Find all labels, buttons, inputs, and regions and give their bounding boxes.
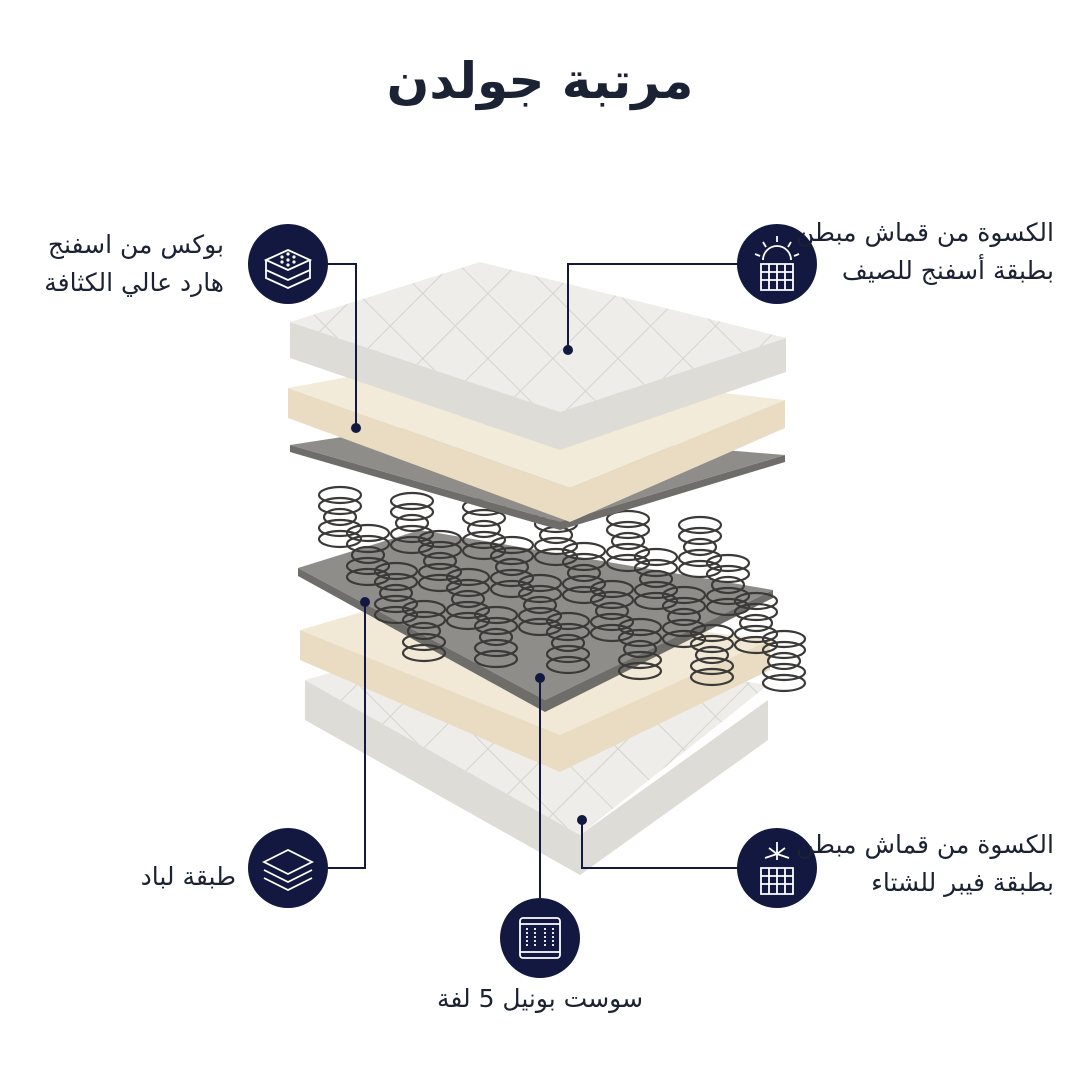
spring-coil [589, 579, 635, 643]
spring-coil [705, 553, 751, 617]
feature-summer-fabric-line1: الكسوة من قماش مبطن [796, 218, 1054, 247]
feature-summer-fabric-line2: بطبقة أسفنج للصيف [841, 256, 1054, 285]
feature-winter-fabric-line1: الكسوة من قماش مبطن [796, 830, 1054, 859]
feature-foam-box-line2: هارد عالي الكثافة [44, 268, 224, 297]
feature-winter-fabric: الكسوة من قماش مبطن بطبقة فيبر للشتاء [796, 826, 1054, 902]
feature-winter-fabric-line2: بطبقة فيبر للشتاء [871, 868, 1054, 897]
page-title: مرتبة جولدن [386, 52, 694, 110]
spring-coil [689, 623, 735, 687]
spring-coil [677, 515, 723, 579]
spring-coil [373, 561, 419, 625]
spring-coil [605, 509, 651, 573]
winter-fabric-snowflake-icon [737, 828, 817, 908]
callout-line-foam-box [328, 263, 357, 428]
spring-coil [761, 629, 807, 693]
spring-coil [389, 491, 435, 555]
feature-summer-fabric: الكسوة من قماش مبطن بطبقة أسفنج للصيف [796, 214, 1054, 290]
felt-layers-icon [248, 828, 328, 908]
callout-line-winter [581, 820, 738, 869]
callout-line-summer [567, 263, 738, 350]
spring-coil [401, 599, 447, 663]
spring-coil [545, 611, 591, 675]
spring-coil [473, 605, 519, 669]
foam-box-icon [248, 224, 328, 304]
spring-coil [633, 547, 679, 611]
spring-coil [417, 529, 463, 593]
callout-line-felt [328, 602, 366, 869]
spring-coil [661, 585, 707, 649]
bonnell-springs-icon [500, 898, 580, 978]
spring-coil [517, 573, 563, 637]
callout-lines [328, 263, 738, 898]
spring-coil [317, 485, 363, 549]
feature-foam-box: بوكس من اسفنج هارد عالي الكثافة [44, 226, 224, 302]
bonnell-springs [317, 485, 807, 693]
summer-fabric-sun-icon [737, 224, 817, 304]
feature-felt-line1: طبقة لباد [140, 862, 236, 891]
spring-coil [489, 535, 535, 599]
feature-springs: سوست بونيل 5 لفة [0, 980, 1080, 1018]
spring-coil [561, 541, 607, 605]
feature-springs-line1: سوست بونيل 5 لفة [436, 984, 644, 1013]
spring-coil [345, 523, 391, 587]
feature-foam-box-line1: بوكس من اسفنج [47, 230, 224, 259]
spring-coil [617, 617, 663, 681]
spring-coil [445, 567, 491, 631]
spring-coil [733, 591, 779, 655]
top-quilted-layer [290, 262, 786, 450]
callout-dots [351, 345, 587, 825]
feature-felt: طبقة لباد [141, 858, 236, 896]
